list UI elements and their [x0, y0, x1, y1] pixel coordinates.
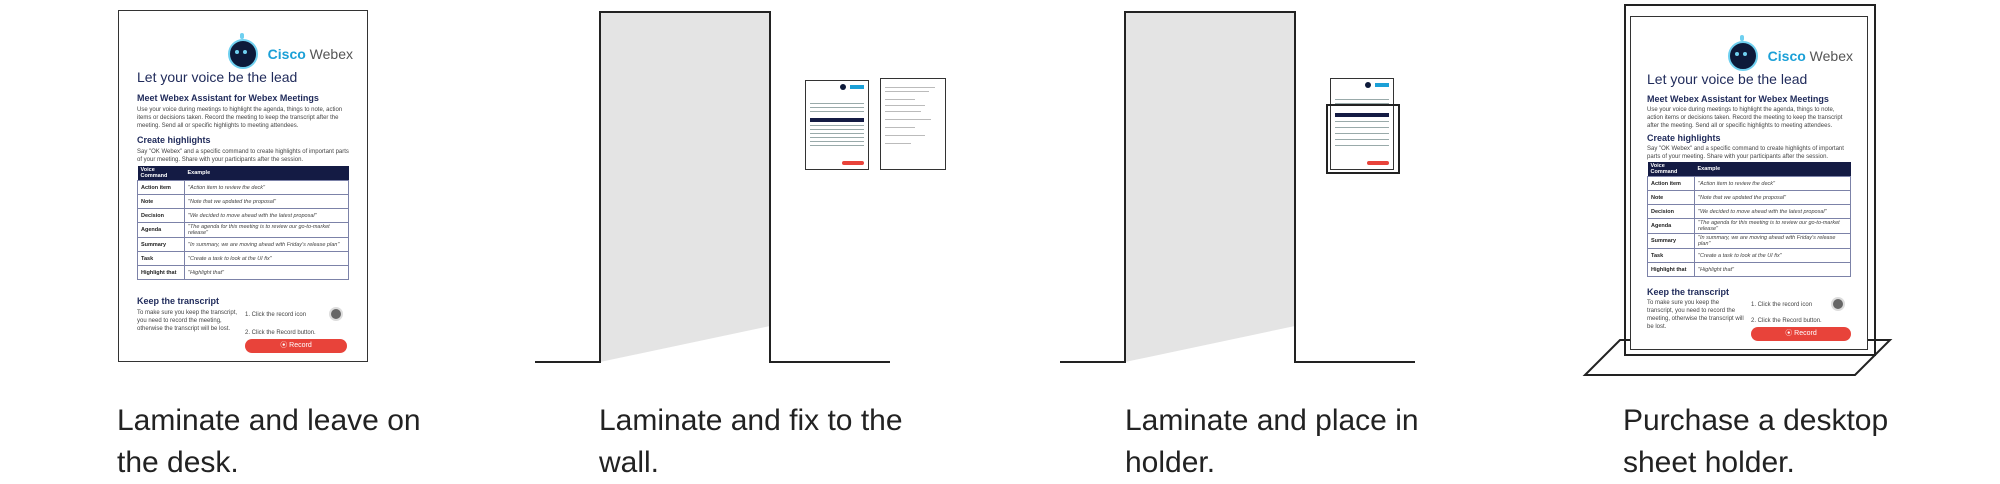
card-subtitle: Meet Webex Assistant for Webex Meetings [137, 93, 319, 103]
wall-shade [1125, 12, 1295, 362]
sheet-card-desk: Cisco Webex Let your voice be the lead M… [118, 10, 368, 362]
table-row: Decision"We decided to move ahead with t… [137, 208, 349, 223]
table-row: Note"Note that we updated the proposal" [1647, 190, 1851, 205]
voice-command-table: Voice Command Example Action item"Action… [1647, 162, 1851, 277]
mini-sheet-back [880, 78, 946, 170]
table-row: Task"Create a task to look at the UI fix… [1647, 248, 1851, 263]
table-header: Voice Command [1647, 162, 1695, 177]
table-row: Decision"We decided to move ahead with t… [1647, 204, 1851, 219]
table-row: Summary"In summary, we are moving ahead … [1647, 233, 1851, 249]
voice-command-table: Voice Command Example Action item"Action… [137, 166, 349, 280]
transcript-title: Keep the transcript [137, 296, 220, 306]
wall-outline [535, 11, 890, 363]
table-row: Note"Note that we updated the proposal" [137, 194, 349, 209]
step-1: 1. Click the record icon [1751, 302, 1813, 308]
card-subtitle: Meet Webex Assistant for Webex Meetings [1647, 94, 1829, 104]
brand-logo: Cisco Webex [227, 33, 353, 69]
card-title: Let your voice be the lead [1647, 71, 1808, 87]
table-header: Example [184, 166, 349, 181]
mini-sheet-front [805, 80, 869, 170]
brand-text: Cisco Webex [267, 46, 353, 62]
table-row: Task"Create a task to look at the UI fix… [137, 251, 349, 266]
table-row: Agenda"The agenda for this meeting is to… [137, 222, 349, 238]
card-intro: Use your voice during meetings to highli… [137, 107, 343, 129]
transcript-title: Keep the transcript [1647, 287, 1730, 297]
record-icon[interactable] [1831, 297, 1845, 311]
caption-holder: Laminate and place in holder. [1125, 404, 1419, 479]
record-button[interactable]: ⦿ Record [1751, 327, 1851, 341]
highlights-body: Say "OK Webex" and a specific command to… [137, 149, 349, 163]
wall-outline [1060, 11, 1415, 363]
caption-desk: Laminate and leave on the desk. [117, 404, 421, 479]
holder-frame [1624, 4, 1876, 356]
step-2: 2. Click the Record button. [1751, 318, 1822, 324]
desktop-holder-illustration [1582, 4, 1893, 376]
caption-desktop-holder: Purchase a desktop sheet holder. [1623, 404, 1889, 479]
record-icon[interactable] [329, 307, 343, 321]
table-row: Highlight that"Highlight that" [137, 265, 349, 280]
mini-logo [850, 85, 864, 89]
table-row: Action item"Action item to review the de… [137, 180, 349, 195]
assistant-bot-icon [1727, 35, 1758, 71]
mini-bot-icon [840, 84, 846, 90]
card-title: Let your voice be the lead [137, 69, 298, 85]
table-header: Voice Command [137, 166, 185, 181]
record-button[interactable]: ⦿ Record [245, 339, 347, 353]
brand-text: Cisco Webex [1767, 48, 1853, 64]
card-intro: Use your voice during meetings to highli… [1647, 107, 1843, 129]
table-row: Action item"Action item to review the de… [1647, 176, 1851, 191]
table-row: Highlight that"Highlight that" [1647, 262, 1851, 277]
step-1: 1. Click the record icon [245, 312, 307, 318]
step-2: 2. Click the Record button. [245, 330, 316, 336]
wall-shade [600, 12, 770, 362]
mini-sheet-in-holder [1330, 78, 1394, 170]
table-header: Example [1694, 162, 1851, 177]
holder-base [1582, 339, 1893, 376]
wall-holder-pocket [1326, 104, 1400, 174]
table-row: Summary"In summary, we are moving ahead … [137, 237, 349, 252]
transcript-body: To make sure you keep the transcript, yo… [1647, 300, 1744, 330]
sheet-card-holder: Cisco Webex Let your voice be the lead M… [1630, 16, 1868, 350]
brand-logo: Cisco Webex [1727, 35, 1853, 71]
wall-holder-illustration [1060, 11, 1415, 363]
highlights-title: Create highlights [1647, 133, 1721, 143]
wall-illustration [535, 11, 890, 363]
table-row: Agenda"The agenda for this meeting is to… [1647, 218, 1851, 234]
caption-wall: Laminate and fix to the wall. [599, 404, 903, 479]
highlights-title: Create highlights [137, 135, 211, 145]
highlights-body: Say "OK Webex" and a specific command to… [1647, 146, 1844, 160]
assistant-bot-icon [227, 33, 258, 69]
transcript-body: To make sure you keep the transcript, yo… [137, 310, 238, 332]
